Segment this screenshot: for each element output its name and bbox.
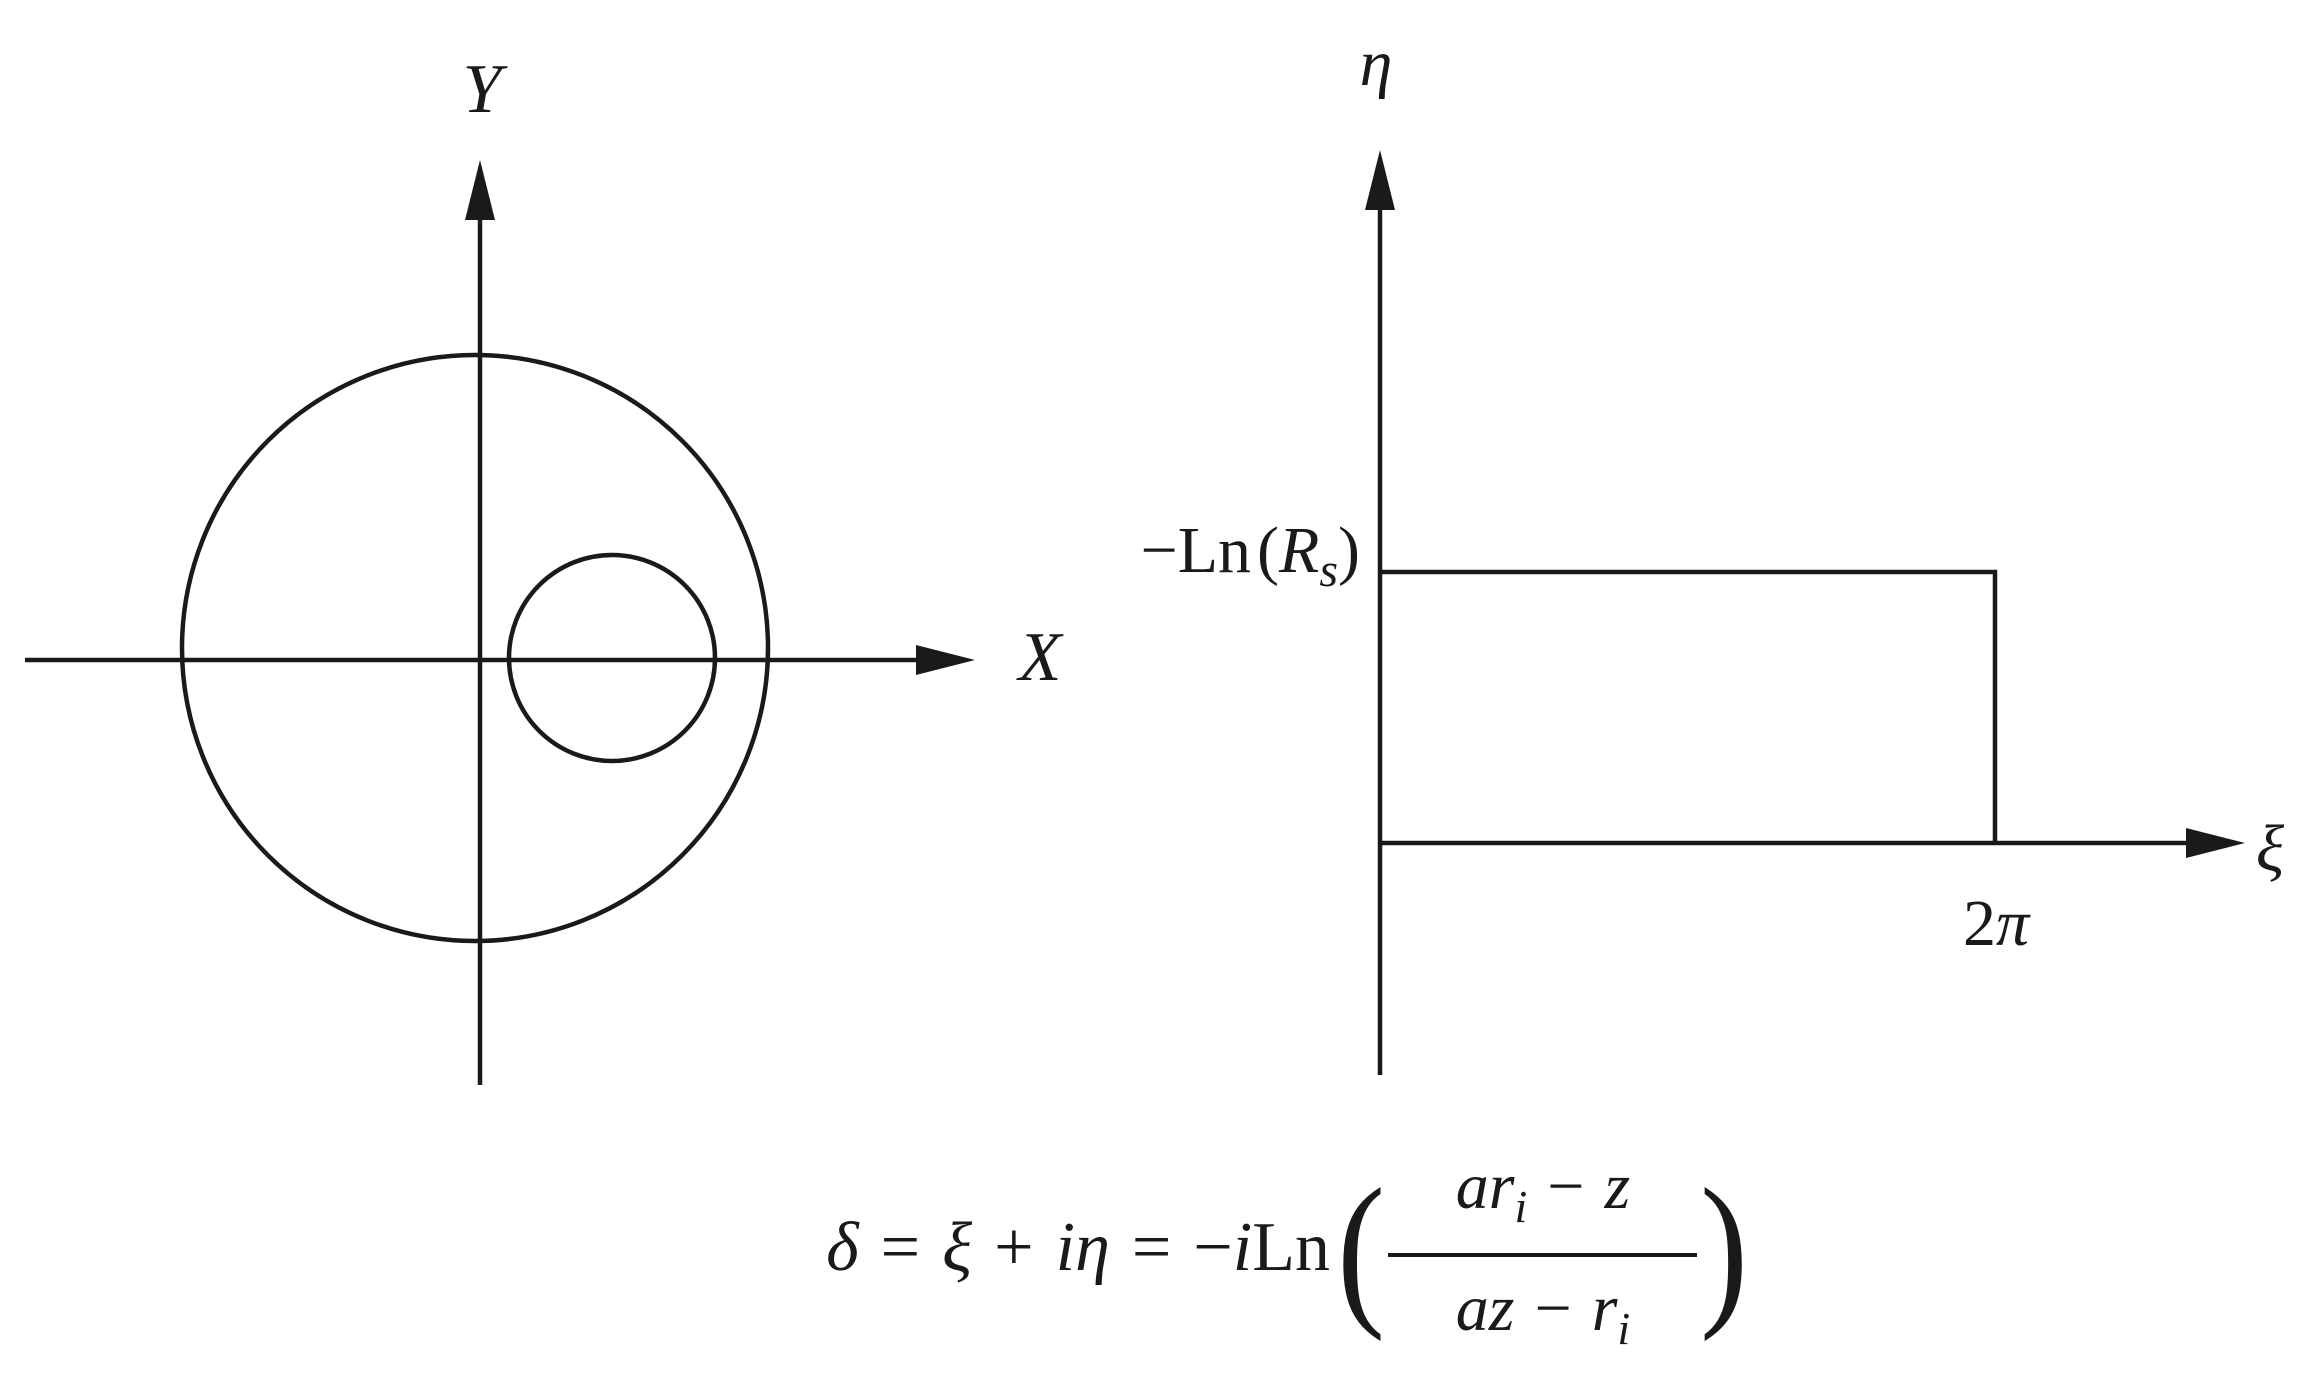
- delta-plane: η ξ −Ln(Rs) 2π: [1140, 27, 2285, 1075]
- x-axis-arrowhead: [916, 645, 975, 675]
- formula-close-paren: ): [1700, 1154, 1748, 1343]
- inner-circle: [506, 552, 718, 764]
- y-axis-arrowhead: [465, 160, 495, 220]
- rectangle-domain: [1380, 569, 1998, 843]
- x-axis-label: X: [1016, 619, 1065, 696]
- eta-axis-label: η: [1360, 27, 1393, 100]
- formula-left-part: δ=ξ+iη=−iLn: [826, 1209, 1330, 1286]
- xi-axis-label: ξ: [2256, 812, 2285, 885]
- fraction-numerator: ari−z: [1456, 1150, 1630, 1232]
- fraction-denominator: az−ri: [1456, 1272, 1630, 1354]
- outer-circle: [179, 352, 771, 944]
- y-axis-label: Y: [463, 51, 509, 128]
- width-label: 2π: [1963, 887, 2031, 960]
- formula-open-paren: (: [1337, 1154, 1385, 1343]
- mapping-formula: δ=ξ+iη=−iLn ( ari−z az−ri ): [826, 1150, 1748, 1354]
- z-plane: X Y: [25, 51, 1065, 1085]
- xi-axis-arrowhead: [2186, 828, 2245, 858]
- eta-axis-arrowhead: [1365, 150, 1395, 210]
- height-label: −Ln(Rs): [1140, 514, 1360, 597]
